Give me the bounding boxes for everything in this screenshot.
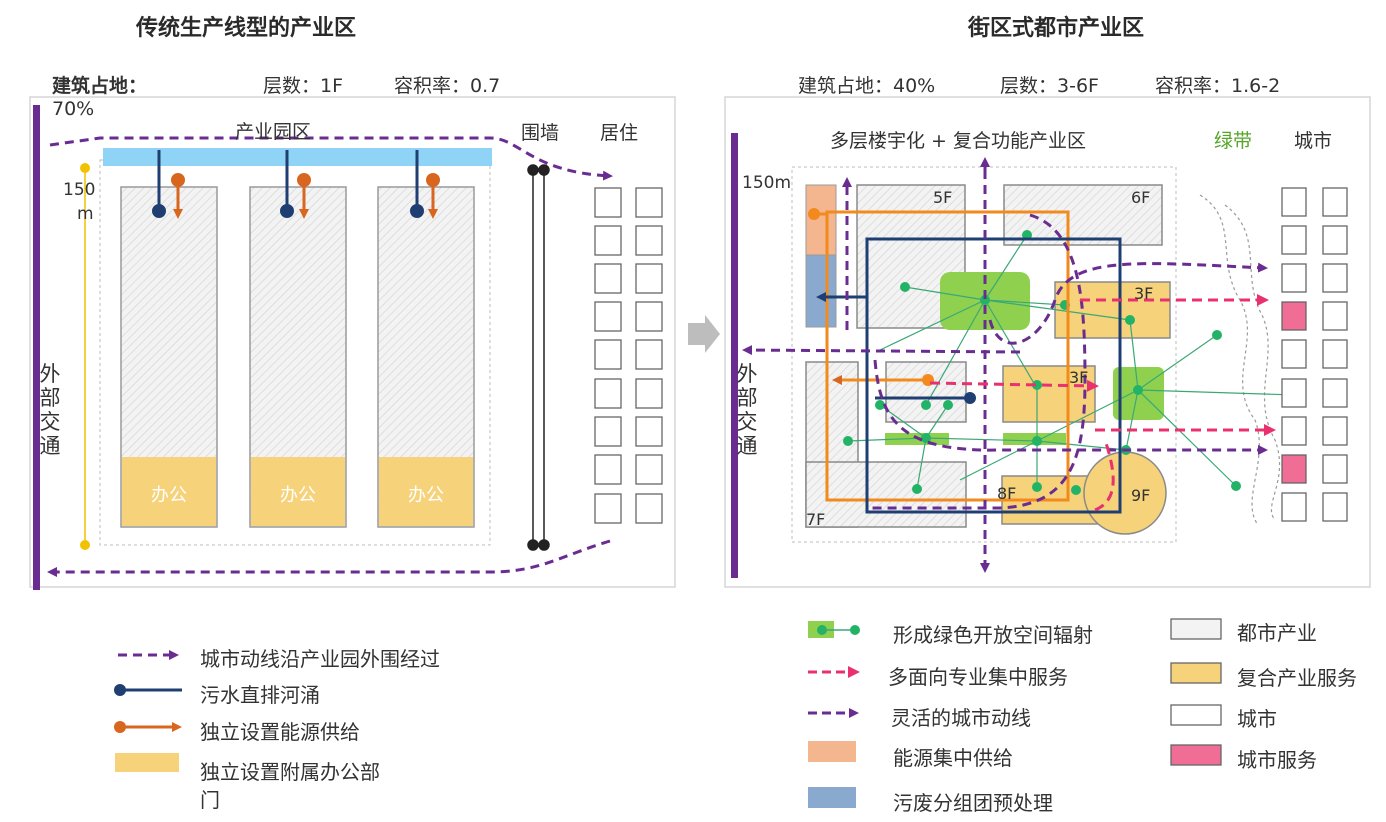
right-stat-coverage: 建筑占地：40% — [798, 75, 936, 97]
right-transport-label: 外部交通 — [736, 362, 758, 458]
left-transport-label: 外部交通 — [39, 362, 61, 458]
building-3f-b — [1002, 365, 1096, 423]
left-size-unit: m — [77, 204, 94, 224]
waste-block — [805, 254, 837, 328]
right-size-label: 150m — [742, 173, 792, 193]
legend-left-label-2: 独立设置能源供给 — [200, 720, 360, 744]
floor-label-3f-a: 3F — [1134, 284, 1154, 303]
wall-label: 围墙 — [521, 122, 560, 144]
sewage-loop — [865, 237, 1122, 514]
energy-arrows — [171, 173, 440, 219]
residential-label: 居住 — [600, 122, 639, 144]
legend-right-a-label-3: 能源集中供给 — [893, 746, 1013, 770]
steel-blue-box-icon — [808, 787, 856, 808]
orange-dot-arrow-icon — [114, 721, 182, 733]
salmon-box-icon — [808, 741, 856, 762]
right-zone-label: 多层楼宇化 + 复合功能产业区 — [830, 130, 1086, 152]
residential-grid — [594, 187, 663, 524]
legend-right-b-label-3: 城市服务 — [1237, 748, 1317, 772]
building-3f-a — [1054, 281, 1171, 339]
left-transport-bar — [33, 105, 40, 590]
legend-right-b-label-1: 复合产业服务 — [1237, 666, 1357, 690]
white-box-icon — [1170, 704, 1222, 726]
left-city-path-bottom — [47, 539, 611, 577]
right-title: 街区式都市产业区 — [968, 16, 1145, 41]
left-stat-coverage-value: 70% — [52, 98, 95, 120]
right-city-paths — [742, 157, 1268, 573]
city-grid — [1281, 187, 1348, 522]
legend-right-a-label-1: 多面向专业集中服务 — [888, 665, 1068, 689]
green-belt-label: 绿带 — [1214, 130, 1253, 152]
yellow-box-icon-right — [1170, 662, 1222, 684]
building-7f-b — [805, 461, 967, 528]
legend-right-b-label-0: 都市产业 — [1237, 621, 1317, 645]
pink-box-icon — [1170, 744, 1222, 766]
floor-label-8f: 8F — [997, 484, 1017, 503]
yellow-box-icon — [115, 753, 179, 772]
legend-left-label-3a: 独立设置附属办公部 — [200, 760, 380, 784]
legend-icons — [114, 618, 1222, 808]
factory-building-1 — [120, 186, 218, 528]
office-label-3: 办公 — [408, 485, 444, 506]
factory-building-2 — [249, 186, 347, 528]
gray-box-icon — [1170, 618, 1222, 640]
legend-right-a-label-0: 形成绿色开放空间辐射 — [893, 623, 1093, 647]
left-title: 传统生产线型的产业区 — [136, 16, 357, 41]
office-label-1: 办公 — [151, 485, 187, 506]
left-city-path-top — [49, 136, 613, 181]
legend-right-a-label-2: 灵活的城市动线 — [891, 706, 1031, 730]
transition-arrow-icon — [688, 315, 720, 353]
right-stat-floors: 层数：3-6F — [1000, 75, 1099, 97]
legend-right-a-label-4: 污废分组团预处理 — [893, 791, 1053, 815]
building-mid-a — [885, 361, 967, 423]
energy-block — [805, 184, 837, 256]
right-transport-bar — [731, 133, 738, 578]
floor-label-6f: 6F — [1131, 188, 1151, 207]
left-stat-far: 容积率：0.7 — [394, 75, 501, 97]
river-strip — [103, 148, 492, 166]
energy-loop — [825, 210, 1070, 502]
service-paths — [929, 294, 1276, 512]
left-stat-floors: 层数：1F — [263, 75, 344, 97]
legend-left-label-1: 污水直排河涌 — [200, 683, 320, 707]
legend-left-label-0: 城市动线沿产业园外围经过 — [200, 647, 440, 671]
legend-right-b-label-2: 城市 — [1237, 707, 1277, 731]
left-stat-coverage-label: 建筑占地： — [52, 75, 148, 97]
city-label: 城市 — [1294, 130, 1333, 152]
floor-label-7f: 7F — [806, 510, 826, 529]
left-panel — [29, 96, 676, 590]
legend-left-label-3b: 门 — [200, 788, 220, 812]
office-label-2: 办公 — [280, 485, 316, 506]
green-node-icon — [808, 621, 860, 638]
left-zone-label: 产业园区 — [235, 121, 312, 143]
left-size-num: 150 — [63, 180, 96, 200]
right-stat-far: 容积率：1.6-2 — [1155, 75, 1281, 97]
navy-dot-line-icon — [114, 684, 182, 696]
floor-label-5f: 5F — [933, 188, 953, 207]
floor-label-3f-b: 3F — [1069, 368, 1089, 387]
factory-building-3 — [377, 186, 475, 528]
right-panel — [724, 96, 1371, 588]
floor-label-9f: 9F — [1131, 486, 1151, 505]
sewage-lines — [152, 150, 424, 218]
wall — [527, 164, 550, 551]
building-9f — [1083, 451, 1167, 535]
